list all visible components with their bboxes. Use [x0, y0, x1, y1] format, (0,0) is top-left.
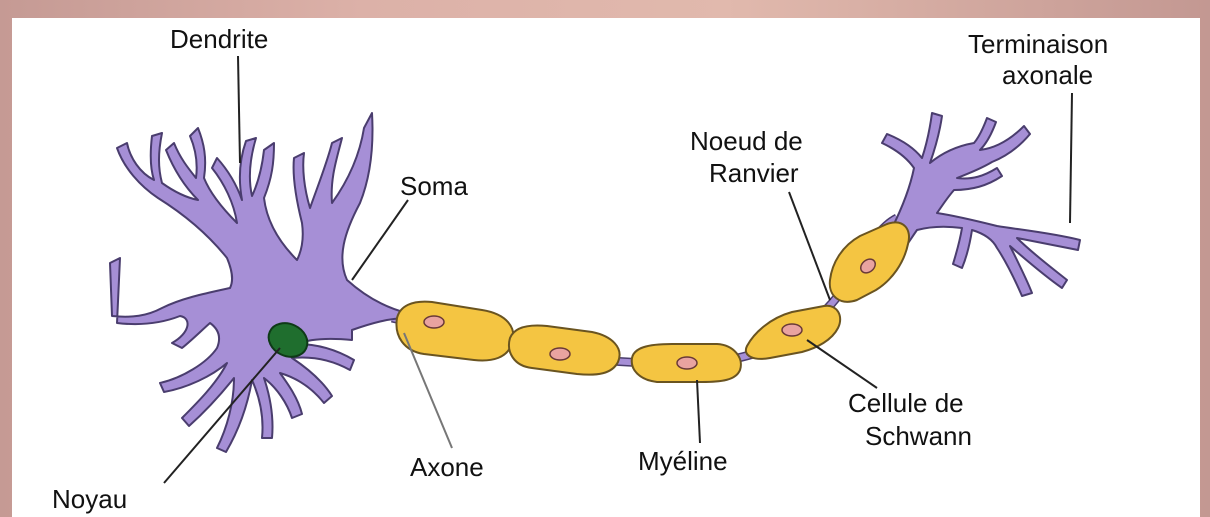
label-noyau: Noyau	[52, 484, 127, 514]
label-soma: Soma	[400, 171, 468, 201]
label-dendrite: Dendrite	[170, 24, 268, 54]
label-terminaison-line2: axonale	[1002, 60, 1093, 90]
label-terminaison-line1: Terminaison	[968, 29, 1108, 59]
soma-dendrites	[110, 113, 407, 452]
label-myeline: Myéline	[638, 446, 728, 476]
label-cellule-line2: Schwann	[865, 421, 972, 451]
label-noeud-line1: Noeud de	[690, 126, 803, 156]
label-cellule-line1: Cellule de	[848, 388, 964, 418]
label-noeud-line2: Ranvier	[709, 158, 799, 188]
schwann-cell-1	[396, 302, 513, 361]
axon-terminal	[882, 113, 1080, 296]
neuron-diagram: Dendrite Terminaison axonale Noeud de Ra…	[12, 18, 1200, 517]
label-axone: Axone	[410, 452, 484, 482]
diagram-canvas: Dendrite Terminaison axonale Noeud de Ra…	[12, 18, 1200, 517]
